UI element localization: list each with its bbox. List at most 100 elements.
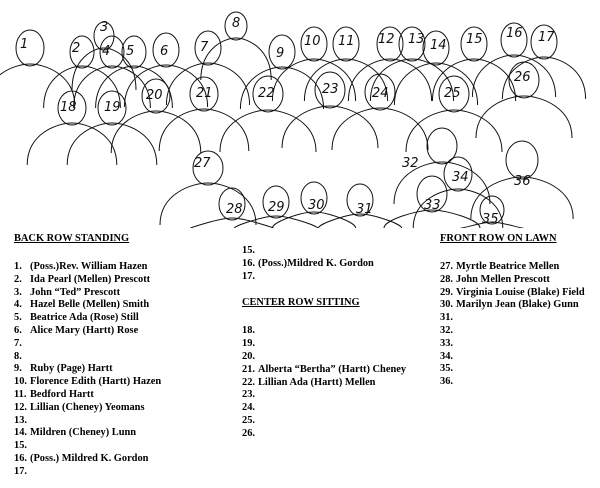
figure-number: 23 xyxy=(322,82,339,97)
key-entry: 5. Beatrice Ada (Rose) Still xyxy=(14,312,239,325)
entry-number: 7. xyxy=(14,337,22,349)
figure-number: 21 xyxy=(196,86,213,101)
figure-body xyxy=(303,58,389,102)
key-entry: 29.Virginia Louise (Blake) Field xyxy=(440,287,598,300)
figure-head xyxy=(300,181,328,215)
figure-head xyxy=(99,35,125,69)
entry-name: Myrtle Beatrice Mellen xyxy=(456,261,560,272)
figure-number: 17 xyxy=(538,30,555,45)
figure-number: 26 xyxy=(514,70,531,85)
back-row-column: BACK ROW STANDING 1.(Poss.)Rev. William … xyxy=(14,232,239,479)
front-row-heading: FRONT ROW ON LAWN xyxy=(440,233,557,244)
entry-number: 4. xyxy=(14,299,22,311)
figure-head xyxy=(443,156,473,192)
key-entry: 19. xyxy=(242,338,437,351)
figure-number: 15 xyxy=(466,32,483,47)
figure-head xyxy=(426,127,458,165)
entry-number: 35. xyxy=(440,363,453,375)
figure-number: 33 xyxy=(424,198,441,213)
figure-number: 2 xyxy=(72,41,80,56)
figure-body xyxy=(331,107,429,151)
figure-number: 9 xyxy=(276,46,284,61)
figure-head xyxy=(300,26,328,62)
key-entry: 3.John “Ted” Prescott xyxy=(14,287,239,300)
figure-number: 30 xyxy=(308,198,325,213)
entry-number: 31. xyxy=(440,312,453,324)
key-entry: 17. xyxy=(14,466,239,479)
key-entry: 13. xyxy=(14,415,239,428)
entry-number: 24. xyxy=(242,402,255,414)
entry-number: 5. xyxy=(14,312,22,324)
figure-number: 4 xyxy=(102,44,110,59)
figure-head xyxy=(69,35,95,69)
figure-number: 12 xyxy=(378,32,395,47)
key-entry: 30.Marilyn Jean (Blake) Gunn xyxy=(440,299,598,312)
key-entry: 25. xyxy=(242,415,437,428)
figure-head xyxy=(422,30,450,66)
figure-number: 8 xyxy=(232,16,240,31)
figure-number: 18 xyxy=(60,100,77,115)
figure-number: 22 xyxy=(258,86,275,101)
figure-number: 28 xyxy=(226,202,243,217)
entry-number: 2. xyxy=(14,273,22,285)
entry-number: 27. xyxy=(440,261,453,272)
figure-head xyxy=(505,140,539,180)
figure-head xyxy=(152,32,180,68)
figure-body xyxy=(43,65,121,109)
entry-number: 22. xyxy=(242,376,255,388)
figure-body xyxy=(383,209,481,228)
figure-head xyxy=(314,71,346,109)
key-entry: 21.Alberta “Bertha” (Hartt) Cheney xyxy=(242,364,437,377)
entry-name: Lillian Ada (Hartt) Mellen xyxy=(258,376,376,388)
key-entry: 17. xyxy=(242,271,437,284)
entry-number: 17. xyxy=(14,465,27,477)
figure-body xyxy=(190,217,274,228)
figure-body xyxy=(317,213,403,228)
key-entry: 4.Hazel Belle (Mellen) Smith xyxy=(14,299,239,312)
entry-name: (Poss.)Rev. William Hazen xyxy=(30,261,148,272)
figure-head xyxy=(97,90,127,126)
key-entry: 36. xyxy=(440,376,598,389)
entry-name: Beatrice Ada (Rose) Still xyxy=(30,312,139,324)
figure-number: 6 xyxy=(160,44,168,59)
key-entry: 34. xyxy=(440,351,598,364)
figure-number: 35 xyxy=(482,212,499,227)
entry-name: John Mellen Prescott xyxy=(456,273,550,285)
figure-head xyxy=(194,30,222,66)
figure-body xyxy=(158,108,250,152)
key-entry: 32. xyxy=(440,325,598,338)
figure-head xyxy=(460,26,488,62)
entry-number: 1. xyxy=(14,261,22,272)
figure-body xyxy=(159,182,257,226)
figure-head xyxy=(268,34,296,70)
entry-number: 6. xyxy=(14,324,22,336)
figure-body xyxy=(123,64,209,108)
figure-body xyxy=(66,122,158,166)
figure-body xyxy=(0,63,76,107)
entry-number: 14. xyxy=(14,427,27,439)
entry-name: John “Ted” Prescott xyxy=(30,286,121,298)
entry-number: 12. xyxy=(14,401,27,413)
figure-body xyxy=(219,109,317,153)
figure-number: 7 xyxy=(200,40,209,55)
figure-body xyxy=(475,95,573,139)
entry-name: Marilyn Jean (Blake) Gunn xyxy=(456,299,579,311)
figure-head xyxy=(262,185,290,219)
key-entry: 24. xyxy=(242,402,437,415)
entry-number: 34. xyxy=(440,350,453,362)
key-entry: 9. Ruby (Page) Hartt xyxy=(14,363,239,376)
figure-body xyxy=(347,58,433,102)
entry-name: Alice Mary (Hartt) Rose xyxy=(30,324,139,336)
key-entry: 31. xyxy=(440,312,598,325)
key-entry: 28.John Mellen Prescott xyxy=(440,274,598,287)
entry-number: 26. xyxy=(242,427,255,439)
entry-name: Ruby (Page) Hartt xyxy=(30,363,113,375)
figure-number: 20 xyxy=(146,88,163,103)
figure-head xyxy=(224,11,248,41)
figure-head xyxy=(398,26,426,62)
key-entry: 7. xyxy=(14,338,239,351)
entry-name: Florence Edith (Hartt) Hazen xyxy=(30,376,162,388)
entry-number: 9. xyxy=(14,363,22,375)
